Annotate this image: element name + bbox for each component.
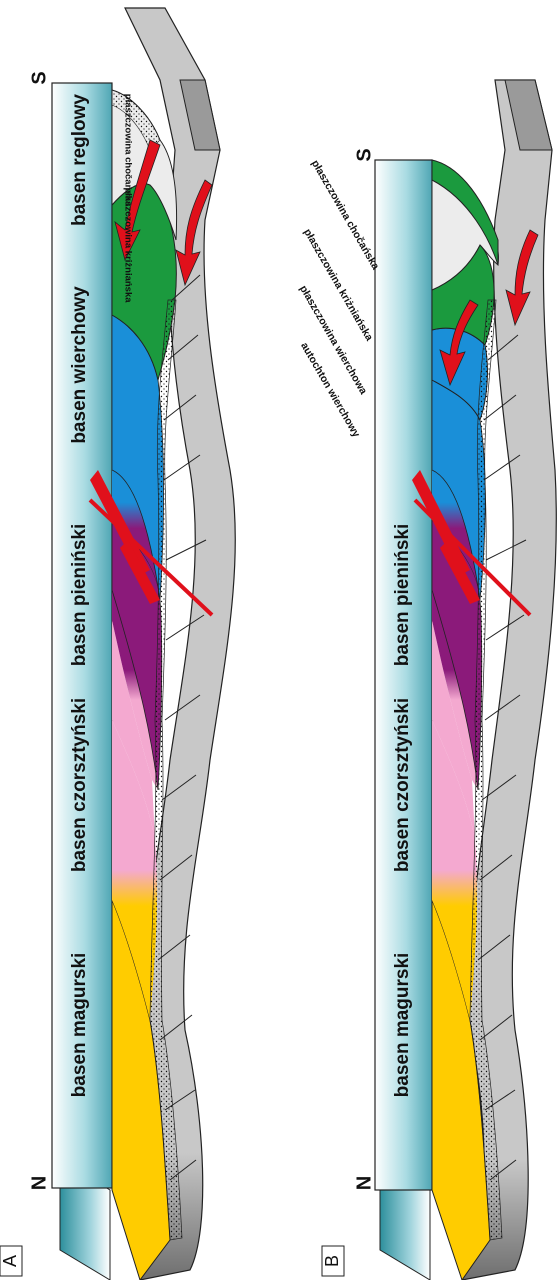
panel-b-nappe-label-autochton: autochton wierchowy [298, 340, 362, 439]
panel-a: A N S [0, 8, 235, 1280]
panel-b-north-label: N [353, 1176, 375, 1190]
panel-b-letter: B [322, 1255, 342, 1267]
panel-a-basin-label-magura: basen magurski [69, 953, 90, 1098]
panel-b-basin-label-czorsztyn: basen czorsztyński [392, 698, 413, 872]
panel-b-basin-label-pieniny: basen pieniński [392, 524, 413, 667]
panel-a-letter: A [0, 1255, 20, 1267]
panel-b: B N S basen magurski [297, 80, 556, 1280]
panel-a-basin-label-wierchowy: basen wierchowy [69, 286, 90, 444]
panel-b-south-label: S [353, 148, 375, 161]
panel-a-basin-label-czorsztyn: basen czorsztyński [69, 698, 90, 872]
panel-a-north-label: N [28, 1176, 50, 1190]
panel-a-basin-label-reglowy: basen reglowy [69, 94, 90, 226]
panel-a-nappe-label-krizna: płaszczowina kriżniańska [122, 187, 133, 303]
panel-b-basin-label-magura: basen magurski [392, 953, 413, 1098]
panel-a-basin-label-pieniny: basen pieniński [69, 524, 90, 667]
panel-a-south-label: S [28, 71, 50, 84]
